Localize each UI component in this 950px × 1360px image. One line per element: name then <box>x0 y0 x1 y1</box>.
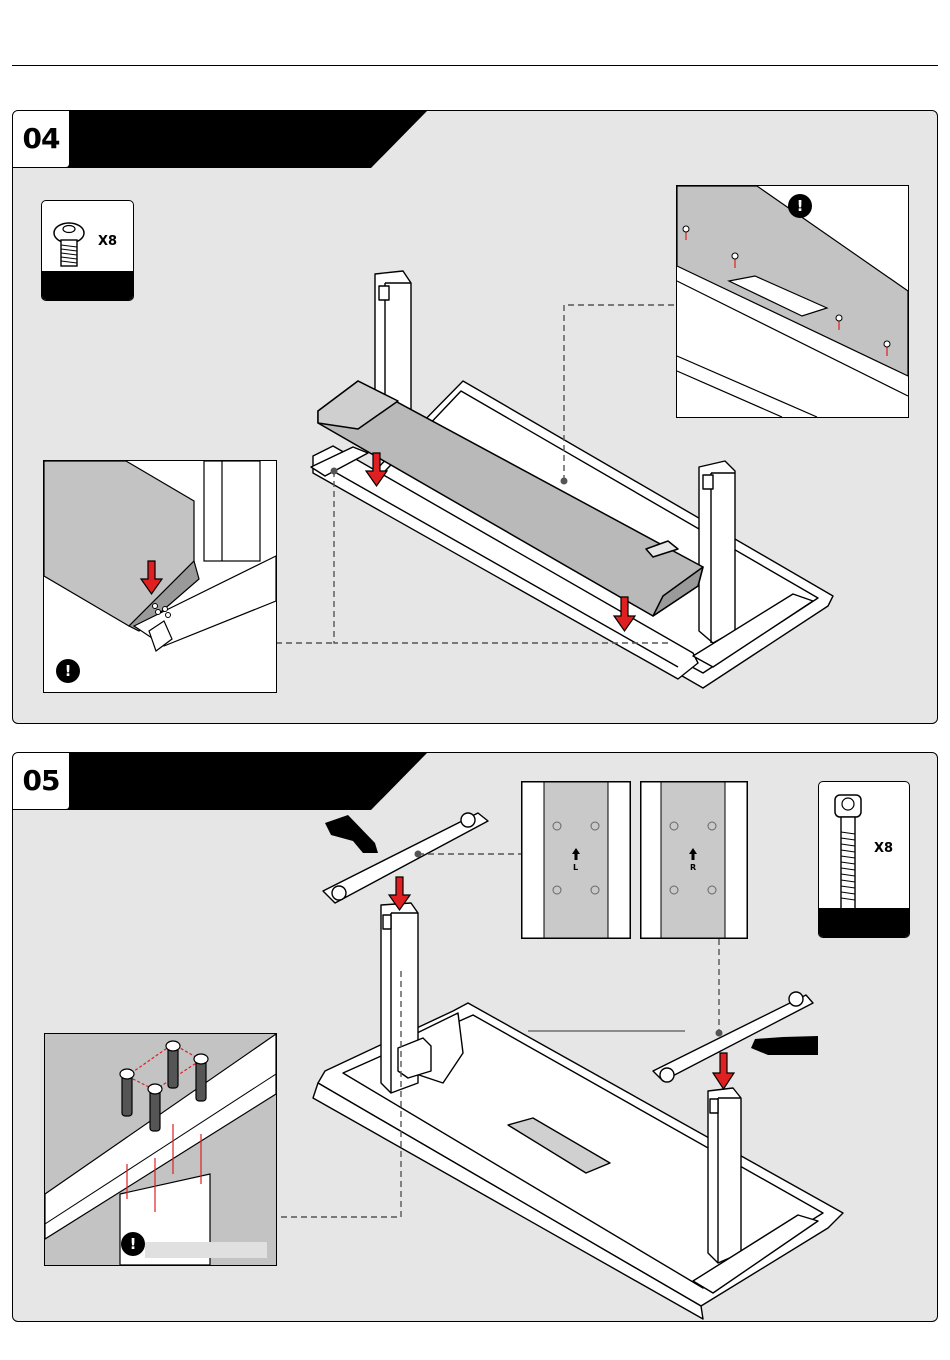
crossbar-bracket-detail <box>44 461 276 692</box>
plate-left-label: L <box>573 863 578 872</box>
warning-icon: ! <box>788 194 812 218</box>
plate-right-detail: R <box>640 781 748 939</box>
top-rule <box>12 65 938 66</box>
crossbar-screw-detail <box>677 186 908 417</box>
step-04-detail-inset-top: ! <box>676 185 909 418</box>
step-04-panel: 04 X8 <box>12 110 938 724</box>
bolt-pattern-detail <box>45 1034 276 1265</box>
plate-left-detail: L <box>521 781 631 939</box>
warning-icon: ! <box>56 659 80 683</box>
warning-icon: ! <box>121 1232 145 1256</box>
step-05-panel: 05 X8 <box>12 752 938 1322</box>
step-05-detail-inset-bottom: ! <box>44 1033 277 1266</box>
plate-right-label: R <box>690 863 696 872</box>
step-04-detail-inset-bottom: ! <box>43 460 277 693</box>
